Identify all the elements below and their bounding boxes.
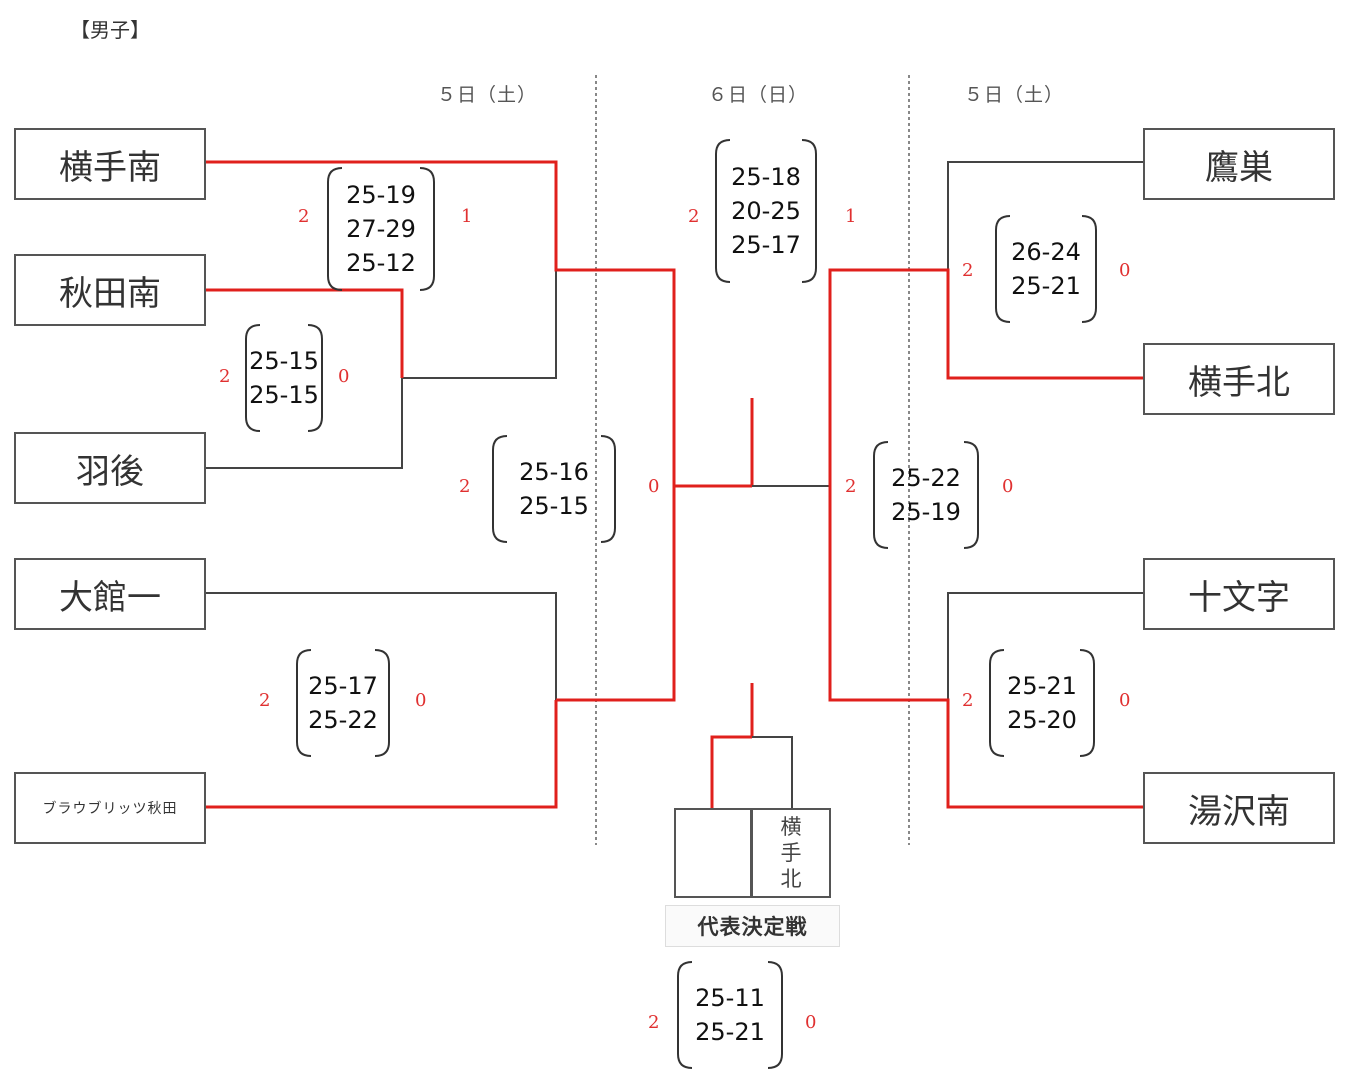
line-jumonji	[947, 592, 1143, 700]
set-score: 25-16	[519, 458, 589, 486]
line-playoff-right	[752, 736, 793, 808]
team-akita-minami: 秋田南	[14, 254, 206, 326]
playoff-label: 代表決定戦	[665, 905, 840, 947]
set-score: 25-18	[731, 163, 801, 191]
score-m1: 25-15 25-15	[246, 325, 322, 431]
score-paren-right	[963, 441, 979, 549]
line-playoff-left	[710, 735, 752, 808]
line-yuzawa	[828, 486, 1143, 809]
set-score: 25-21	[1011, 272, 1081, 300]
sets-won-left-final: 2	[688, 206, 700, 227]
team-yokote-minami: 横手南	[14, 128, 206, 200]
team-jumonji: 十文字	[1143, 558, 1335, 630]
line-m2-loser	[402, 270, 557, 379]
day-label-right: ５日（土）	[964, 84, 1065, 106]
sets-won-left-m3: 2	[259, 690, 271, 711]
sets-won-left-m4: 2	[459, 476, 471, 497]
score-paren-right	[307, 324, 323, 432]
line-yokote-minami	[206, 160, 676, 486]
playoff-slot-left	[674, 808, 752, 898]
score-paren-right	[1081, 215, 1097, 323]
set-score: 25-21	[1007, 672, 1077, 700]
set-score: 25-12	[346, 249, 416, 277]
set-score: 25-15	[519, 492, 589, 520]
score-paren-left	[995, 215, 1011, 323]
day-label-center: ６日（日）	[708, 84, 809, 106]
sets-won-right-m5: 0	[1119, 260, 1131, 281]
sets-won-left-playoff: 2	[648, 1012, 660, 1033]
sets-won-right-m1: 0	[338, 366, 350, 387]
line-blaublitz	[206, 700, 558, 809]
page-title: 【男子】	[70, 18, 150, 42]
score-m4: 25-16 25-15	[493, 436, 615, 542]
score-paren-right	[767, 961, 783, 1069]
score-paren-right	[419, 167, 435, 291]
sets-won-right-m7: 0	[1002, 476, 1014, 497]
set-score: 25-11	[695, 984, 765, 1012]
line-takanosu	[947, 161, 1143, 270]
sets-won-left-m2: 2	[298, 206, 310, 227]
sets-won-left-m5: 2	[962, 260, 974, 281]
team-yuzawa-minami: 湯沢南	[1143, 772, 1335, 844]
score-paren-right	[600, 435, 616, 543]
score-paren-right	[801, 139, 817, 283]
score-final: 25-18 20-25 25-17	[716, 140, 816, 282]
team-ugo: 羽後	[14, 432, 206, 504]
score-paren-left	[296, 649, 312, 757]
sets-won-left-m7: 2	[845, 476, 857, 497]
score-m7: 25-22 25-19	[874, 442, 978, 548]
team-blaublitz: ブラウブリッツ秋田	[14, 772, 206, 844]
line-ugo	[206, 378, 403, 469]
sets-won-right-playoff: 0	[805, 1012, 817, 1033]
score-paren-left	[677, 961, 693, 1069]
team-yokote-kita: 横手北	[1143, 343, 1335, 415]
sets-won-left-m1: 2	[219, 366, 231, 387]
sets-won-right-m3: 0	[415, 690, 427, 711]
set-score: 25-15	[249, 347, 319, 375]
sets-won-right-m4: 0	[648, 476, 660, 497]
line-yokote-kita	[828, 268, 1143, 486]
day-label-left: ５日（土）	[437, 84, 538, 106]
set-score: 25-19	[346, 181, 416, 209]
set-score: 27-29	[346, 215, 416, 243]
score-paren-left	[715, 139, 731, 283]
score-paren-left	[327, 167, 343, 291]
sets-won-right-m6: 0	[1119, 690, 1131, 711]
score-paren-left	[245, 324, 261, 432]
playoff-right-team: 横手北	[780, 815, 802, 891]
line-odate	[206, 592, 557, 700]
team-takanosu: 鷹巣	[1143, 128, 1335, 200]
score-playoff: 25-11 25-21	[678, 962, 782, 1068]
score-m5: 26-24 25-21	[996, 216, 1096, 322]
set-score: 25-17	[731, 231, 801, 259]
score-m2: 25-19 27-29 25-12	[328, 168, 434, 290]
sets-won-right-m2: 1	[461, 206, 473, 227]
set-score: 20-25	[731, 197, 801, 225]
set-score: 25-21	[695, 1018, 765, 1046]
line-akita-minami	[206, 288, 404, 378]
set-score: 25-22	[891, 464, 961, 492]
set-score: 25-17	[308, 672, 378, 700]
set-score: 25-22	[308, 706, 378, 734]
set-score: 25-15	[249, 381, 319, 409]
team-odate-ichi: 大館一	[14, 558, 206, 630]
line-m3-winner	[556, 486, 676, 702]
score-paren-right	[374, 649, 390, 757]
sets-won-right-final: 1	[845, 206, 857, 227]
playoff-slot-right	[751, 808, 831, 898]
set-score: 26-24	[1011, 238, 1081, 266]
set-score: 25-20	[1007, 706, 1077, 734]
score-paren-right	[1079, 649, 1095, 757]
score-m6: 25-21 25-20	[990, 650, 1094, 756]
sets-won-left-m6: 2	[962, 690, 974, 711]
set-score: 25-19	[891, 498, 961, 526]
score-m3: 25-17 25-22	[297, 650, 389, 756]
score-paren-left	[989, 649, 1005, 757]
score-paren-left	[492, 435, 508, 543]
score-paren-left	[873, 441, 889, 549]
